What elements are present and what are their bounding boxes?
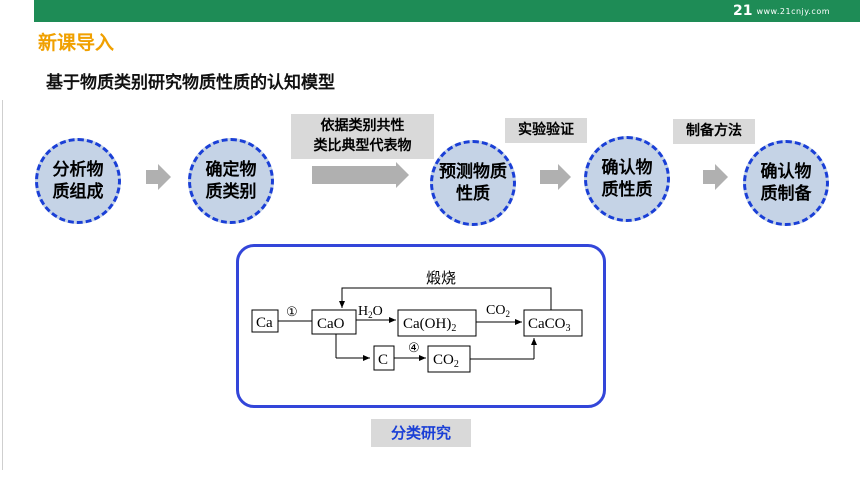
preparation-tag: 制备方法 — [673, 119, 755, 144]
caoh2-box — [397, 309, 477, 337]
step-analyze-composition: 分析物质组成 — [35, 138, 121, 224]
basis-tag-line2: 类比典型代表物 — [313, 138, 412, 155]
step4-label: ④ — [408, 340, 420, 355]
step-label-line1: 确认物 — [760, 161, 812, 182]
cao-box — [311, 309, 357, 335]
caco3-label: CaCO3 — [528, 316, 571, 334]
caoh2-label: Ca(OH)2 — [403, 316, 456, 334]
step-determine-category: 确定物质类别 — [188, 138, 274, 224]
step-label-line1: 分析物 — [52, 159, 104, 180]
logo-mark: 21 — [732, 3, 753, 19]
water-label: H2O — [358, 304, 383, 320]
step1-label: ① — [286, 304, 298, 319]
reaction-diagram: 煅烧 Ca ① CaO H2O Ca(OH)2 CO2 CaCO3 C ④ CO… — [251, 269, 583, 373]
cao-label: CaO — [317, 316, 345, 332]
section-title: 新课导入 — [38, 32, 115, 54]
basis-tag-line1: 依据类别共性 — [320, 118, 405, 134]
left-divider — [2, 100, 3, 470]
ca-label: Ca — [256, 315, 273, 331]
top-bar: 21 www.21cnjy.com — [34, 0, 860, 22]
logo-url: www.21cnjy.com — [756, 6, 830, 16]
calcine-label: 煅烧 — [426, 269, 456, 287]
co2-reagent-label: CO2 — [486, 303, 510, 319]
step-label-line1: 确定物 — [205, 159, 257, 180]
experiment-tag: 实验验证 — [505, 118, 587, 143]
classification-study-label: 分类研究 — [371, 419, 471, 447]
co2-label: CO2 — [433, 352, 459, 370]
slide-subtitle: 基于物质类别研究物质性质的认知模型 — [46, 73, 335, 93]
step-label-line2: 质性质 — [601, 180, 653, 200]
reaction-diagram-frame — [236, 244, 606, 408]
step-confirm-preparation: 确认物质制备 — [743, 140, 829, 226]
step-label-line2: 质制备 — [760, 184, 812, 204]
brand-logo: 21 www.21cnjy.com — [733, 2, 830, 20]
step-label-line1: 预测物质 — [439, 161, 507, 182]
step-predict-properties: 预测物质性质 — [430, 140, 516, 226]
step-confirm-properties: 确认物质性质 — [584, 136, 670, 222]
step-label-line2: 质组成 — [52, 182, 104, 202]
c-label: C — [378, 352, 388, 368]
calcine-arrow — [339, 287, 552, 310]
step-label-line1: 确认物 — [601, 157, 653, 178]
step-label-line2: 质类别 — [205, 182, 257, 202]
basis-tag: 依据类别共性 类比典型代表物 — [291, 114, 434, 159]
caco3-box — [523, 309, 583, 337]
step-label-line2: 性质 — [456, 184, 490, 204]
